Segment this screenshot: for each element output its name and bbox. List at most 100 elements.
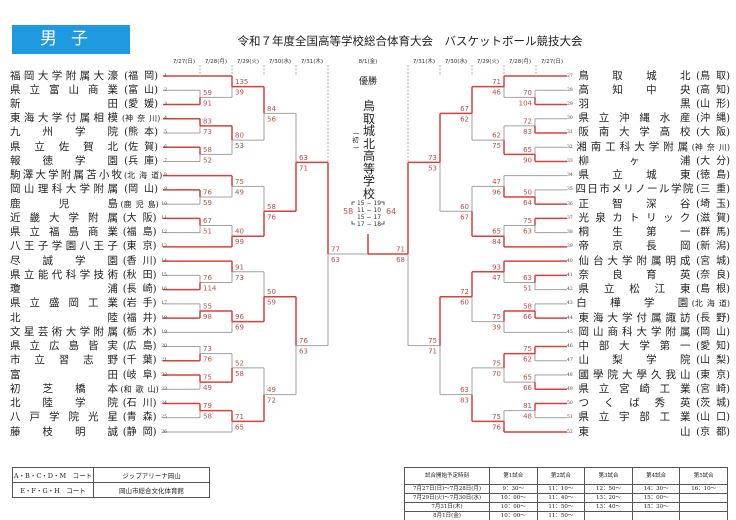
team-name: 市立習志野 — [10, 354, 118, 367]
prefecture-name: 神奈川 — [694, 142, 727, 152]
team-number: 42 — [567, 287, 573, 293]
final-set-scores: 15 − 19 11 − 10 15 − 17 17 − 18 — [354, 200, 384, 228]
team-number: 19 — [161, 329, 167, 335]
team-name: 東山 — [578, 425, 691, 438]
team-prefecture: (滋賀) — [696, 212, 730, 224]
team-number: 9 — [164, 187, 167, 193]
match-score: 65 — [523, 146, 532, 154]
team-prefecture: (広島) — [122, 341, 157, 353]
match-score: 68 — [396, 256, 405, 264]
team-prefecture: (香川) — [122, 255, 157, 267]
schedule-cell: 16：10～ — [679, 484, 728, 494]
team-name: 光泉カトリック — [578, 211, 691, 224]
venue-name: 岡山市総合文化体育館 — [93, 482, 210, 498]
schedule-cell: 14：30～ — [631, 484, 681, 494]
team-name: 八戸学院光星 — [10, 411, 118, 424]
set-score: 15 − 19 — [356, 200, 382, 207]
team-name: 柳ヶ浦 — [578, 154, 691, 167]
match-score: 76 — [267, 213, 276, 221]
prefecture-name: 北海道 — [694, 299, 727, 309]
team-prefecture: (大分) — [696, 155, 730, 167]
round-date: 7/31(木) — [412, 59, 436, 65]
court-row: E・F・G・H コート岡山市総合文化体育館 — [12, 482, 210, 498]
match-score: 83 — [460, 397, 469, 405]
team-name: 福岡大学附属大濠 — [10, 69, 118, 82]
team-name: 富田 — [10, 368, 118, 381]
team-prefecture: (神奈川) — [121, 114, 161, 124]
match-score: 135 — [235, 78, 248, 86]
match-score: 104 — [519, 99, 533, 107]
champion-name: 鳥取城北高等学校 — [362, 100, 376, 200]
team-prefecture: (徳島) — [696, 170, 730, 182]
team-name: つくば秀英 — [578, 397, 691, 410]
match-score: 65 — [523, 374, 532, 382]
team-prefecture: (富山) — [124, 84, 158, 96]
team-number: 3 — [164, 101, 167, 107]
team-name: 岡山理科大学附属 — [10, 183, 118, 196]
match-score: 63 — [299, 348, 308, 356]
team-number: 21 — [161, 358, 167, 364]
team-prefecture: (愛媛) — [124, 98, 158, 110]
match-score: 58 — [523, 302, 532, 310]
team-name: 帝京長岡 — [578, 240, 691, 253]
match-score: 84 — [267, 105, 276, 113]
team-row: 富田(岐阜)22 — [10, 369, 167, 382]
first-title-note: (初) — [351, 130, 360, 151]
match-score: 75 — [523, 217, 532, 225]
match-score: 75 — [428, 337, 437, 345]
team-number: 16 — [161, 287, 167, 293]
team-number: 46 — [567, 344, 573, 350]
match-score: 53 — [428, 164, 437, 172]
prefecture-name: 岩手 — [126, 298, 153, 310]
prefecture-name: 茨城 — [700, 398, 727, 410]
schedule-header-cell: 第1試合 — [489, 467, 538, 485]
final-date: 8/1(金) — [358, 59, 378, 65]
set-bracket-mark — [381, 221, 385, 225]
team-row: 尽誠学園(香川)14 — [10, 255, 167, 268]
prefecture-name: 岐阜 — [126, 369, 153, 381]
team-name: 八王子学園八王子 — [10, 240, 118, 253]
match-score: 75 — [492, 142, 501, 150]
team-number: 30 — [567, 116, 573, 122]
team-row: 県立福島商業(福島)12 — [10, 226, 167, 239]
team-prefecture: (岩手) — [122, 298, 157, 310]
team-number: 40 — [567, 258, 573, 264]
team-name: 羽黒 — [578, 97, 691, 110]
prefecture-name: 福島 — [126, 227, 153, 239]
schedule-cell: 7月27日(日)～7月28日(月) — [404, 484, 490, 494]
court-row: A・B・C・D・M コートジップアリーナ岡山 — [12, 467, 210, 483]
team-prefecture: (石川) — [122, 398, 157, 410]
team-row: 九州学院(熊本)5 — [10, 126, 167, 139]
team-name: 岡山商科大学附属 — [578, 325, 691, 338]
match-score: 91 — [203, 99, 212, 107]
prefecture-name: 宮崎 — [700, 383, 727, 395]
match-score: 81 — [523, 402, 532, 410]
schedule-cell: 7月31日(木) — [404, 502, 490, 512]
match-score: 76 — [203, 274, 212, 282]
team-prefecture: (和歌山) — [120, 384, 159, 394]
schedule-cell — [584, 511, 633, 520]
team-prefecture: (熊本) — [124, 127, 158, 139]
prefecture-name: 高知 — [700, 84, 727, 96]
team-row: 北陸(福井)18 — [10, 312, 167, 325]
schedule-row: 8月1日(金)10：00～11：50～ — [404, 511, 728, 520]
prefecture-name: 新潟 — [700, 241, 727, 253]
team-prefecture: (三重) — [696, 184, 730, 196]
team-row: 県立能代科学技術(秋田)15 — [10, 269, 167, 282]
prefecture-name: 鹿児島 — [123, 199, 156, 209]
match-score: 75 — [235, 178, 244, 186]
match-score: 75 — [203, 374, 212, 382]
team-row: 報徳学園(兵庫)7 — [10, 155, 167, 168]
team-name: 県立宮崎工業 — [578, 382, 691, 395]
team-name: 桐生第一 — [578, 226, 691, 239]
team-row: 文星芸術大学附属(栃木)19 — [10, 326, 167, 339]
schedule-header-cell: 第4試合 — [631, 467, 681, 485]
